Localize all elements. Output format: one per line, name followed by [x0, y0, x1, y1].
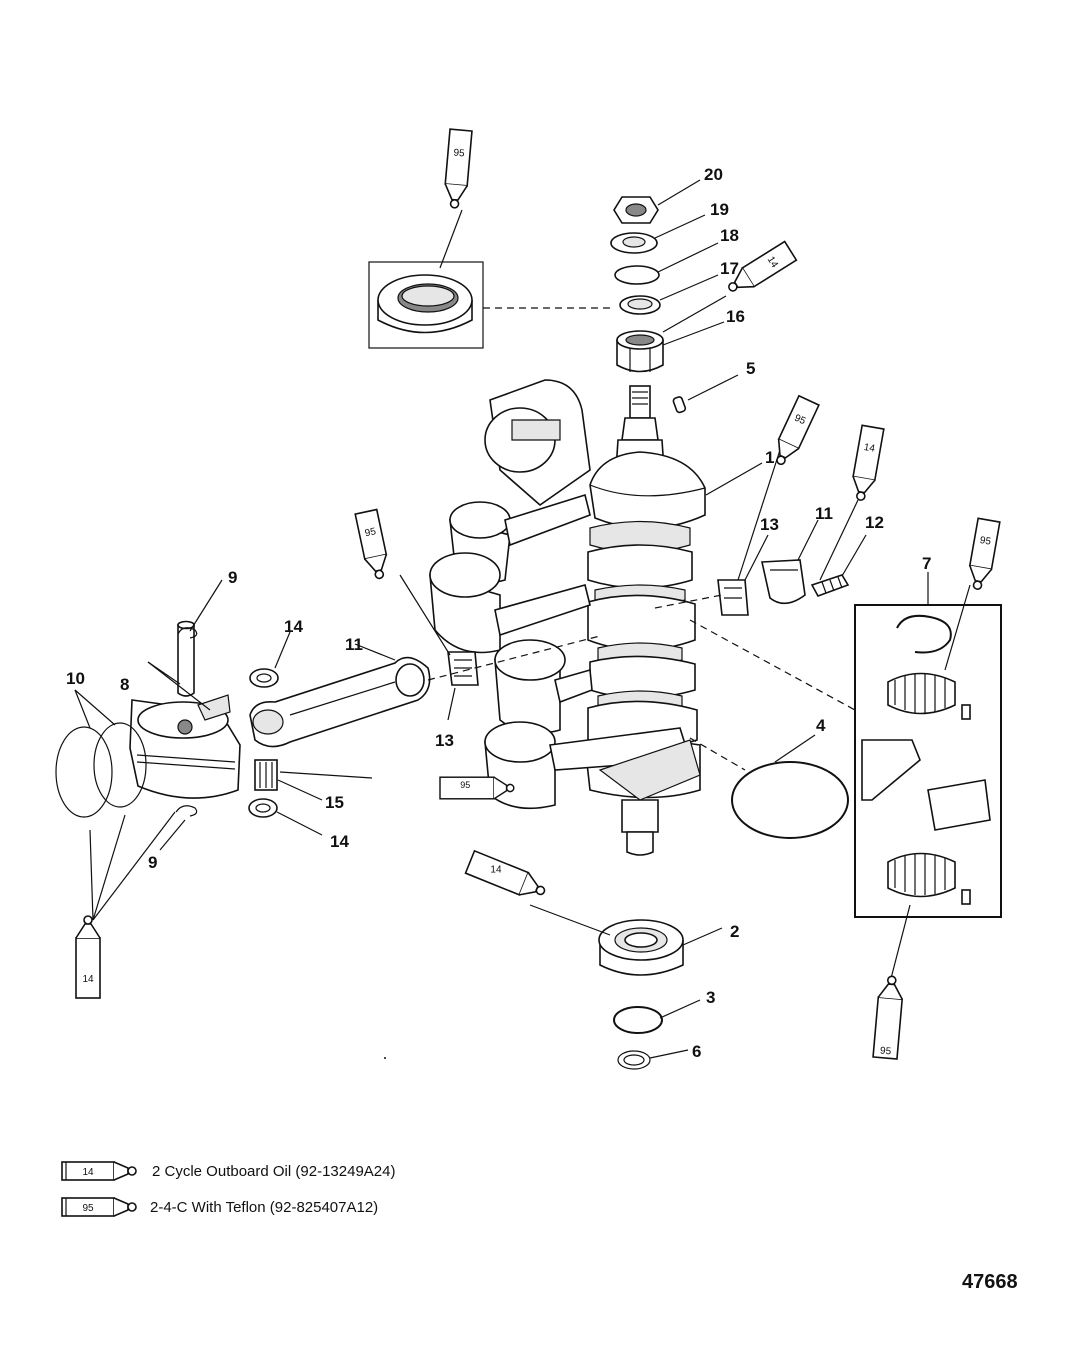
callout-15: 15	[325, 793, 344, 812]
lower-seal	[617, 1050, 651, 1070]
lubricant-tube-icon: 14	[728, 240, 798, 292]
legend-text-grease: 2-4-C With Teflon (92-825407A12)	[150, 1199, 379, 1216]
callout-12: 12	[865, 513, 884, 532]
callout-19: 19	[710, 200, 729, 219]
callout-9-top: 9	[228, 568, 237, 587]
lower-ball-bearing	[598, 919, 684, 976]
o-ring	[614, 265, 660, 285]
callout-3: 3	[706, 988, 715, 1007]
lubricant-tube-icon: 95	[354, 508, 388, 580]
callout-16: 16	[726, 307, 745, 326]
woodruff-key	[672, 396, 687, 414]
needle-bearing	[254, 759, 278, 791]
main-bearing-retaining-ring	[731, 761, 849, 839]
piston-rings	[55, 722, 147, 818]
piston	[129, 694, 241, 799]
callout-11-right: 11	[815, 504, 833, 523]
lubricant-tube-icon: 14	[75, 915, 101, 999]
callout-13-right: 13	[760, 515, 779, 534]
legend-tube-icon: 95	[61, 1197, 137, 1217]
rod-cap	[761, 559, 806, 605]
thrust-washer	[248, 798, 278, 818]
installed-piston-rod-assemblies	[429, 379, 701, 810]
upper-bearing	[616, 330, 664, 373]
piston-pin-clip	[177, 627, 198, 639]
callout-11-left: 11	[345, 635, 363, 654]
callout-8: 8	[120, 675, 129, 694]
lubricant-tube-icon: 95	[444, 128, 473, 209]
lubricant-tube-icon: 95	[872, 975, 904, 1060]
lower-o-ring	[613, 1006, 663, 1034]
center-main-bearing-inset	[854, 604, 1002, 918]
callout-1: 1	[765, 448, 774, 467]
rod-cap-bolt	[810, 574, 850, 597]
callout-20: 20	[704, 165, 723, 184]
svg-text:95: 95	[979, 535, 992, 548]
callout-5: 5	[746, 359, 755, 378]
seal-detail-inset	[368, 209, 615, 349]
svg-text:14: 14	[863, 442, 876, 455]
callout-6: 6	[692, 1042, 701, 1061]
callout-9-bottom: 9	[148, 853, 157, 872]
callout-2: 2	[730, 922, 739, 941]
callout-14-bottom: 14	[330, 832, 349, 851]
callout-14-top: 14	[284, 617, 303, 636]
callout-numbers: 20 19 18 17 16 5 1 13 11 12 7 9 14 11 10…	[66, 165, 931, 1061]
rod-bearing-halves	[717, 579, 749, 616]
thrust-washer	[249, 668, 279, 688]
lubricant-tube-icon: 95	[776, 394, 820, 466]
piston-pin	[177, 620, 195, 697]
piston-pin-clip	[175, 805, 198, 817]
lubricant-tube-icon: 95	[968, 517, 1001, 590]
svg-text:95: 95	[880, 1046, 892, 1058]
crankshaft-nut	[613, 196, 659, 224]
legend-tube-icon: 14	[61, 1161, 137, 1181]
callout-18: 18	[720, 226, 739, 245]
svg-text:95: 95	[460, 780, 470, 790]
callout-13-left: 13	[435, 731, 454, 750]
lubricant-tube-icon: 14	[464, 849, 546, 896]
washer	[610, 232, 658, 254]
lubricant-tube-icon: 95	[439, 776, 515, 800]
callout-17: 17	[720, 259, 739, 278]
retainer-ring	[619, 295, 661, 315]
connecting-rod	[249, 656, 431, 748]
callout-7: 7	[922, 554, 931, 573]
svg-text:14: 14	[490, 864, 502, 875]
lubricant-tube-icon: 14	[852, 424, 885, 501]
svg-text:95: 95	[364, 526, 378, 539]
leader-lines	[74, 179, 971, 1059]
callout-10: 10	[66, 669, 85, 688]
svg-text:95: 95	[82, 1203, 94, 1214]
svg-text:14: 14	[82, 1167, 94, 1178]
svg-text:95: 95	[792, 413, 807, 428]
svg-text:14: 14	[82, 974, 94, 985]
rod-bearing-halves	[447, 651, 479, 686]
svg-text:95: 95	[453, 148, 465, 160]
legend-text-oil: 2 Cycle Outboard Oil (92-13249A24)	[152, 1163, 396, 1180]
figure-number: 47668	[962, 1271, 1018, 1293]
callout-4: 4	[816, 716, 826, 735]
